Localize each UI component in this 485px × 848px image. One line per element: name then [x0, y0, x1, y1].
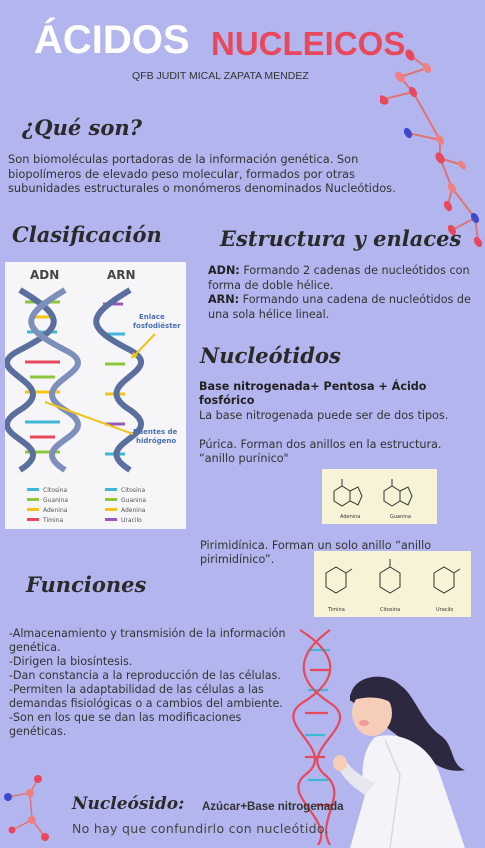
adn-line: ADN: Formando 2 cadenas de nucleótidos c… [208, 264, 470, 292]
svg-text:Timina: Timina [42, 517, 63, 524]
callout-bridge-arrow [44, 401, 134, 435]
dna-legend: Citosina Guanina Adenina Timina [27, 487, 68, 524]
rna-label: ARN [107, 268, 136, 282]
estructura-heading: Estructura y enlaces [220, 226, 462, 251]
clasificacion-heading: Clasificación [12, 222, 162, 247]
rna-helix [93, 287, 144, 473]
svg-text:Adenina: Adenina [121, 507, 146, 514]
dna-strand-decoration [292, 629, 342, 846]
nucleosido-heading: Nucleósido: [72, 794, 185, 814]
list-item: -Permiten la adaptabilidad de las célula… [9, 683, 283, 710]
pyrimidine-structures: Timina Citosina Uracilo [314, 551, 471, 617]
nucleosido-note: No hay que confundirlo con nucleótido. [72, 821, 329, 836]
guanine-label: Guanina [390, 514, 411, 520]
molecule-decoration [380, 49, 483, 248]
svg-text:Uracilo: Uracilo [121, 517, 142, 524]
purine-structures: Adenina Guanina [322, 469, 437, 524]
list-item: -Son en los que se dan las modificacione… [9, 711, 242, 738]
arn-line: ARN: Formando una cadena de nucleótidos … [208, 293, 471, 321]
molecule-decoration-small [4, 775, 49, 841]
scientist-illustration [292, 629, 465, 848]
thymine-label: Timina [327, 607, 345, 613]
funciones-heading: Funciones [26, 572, 147, 597]
author: QFB JUDIT MICAL ZAPATA MENDEZ [132, 70, 309, 82]
list-item: -Almacenamiento y transmisión de la info… [9, 627, 286, 654]
title-main: ÁCIDOS [34, 18, 190, 62]
nucleotide-text-1: La base nitrogenada puede ser de dos tip… [199, 409, 449, 422]
cytosine-label: Citosina [380, 607, 400, 613]
svg-text:Citosina: Citosina [121, 487, 145, 494]
funciones-list: -Almacenamiento y transmisión de la info… [9, 627, 294, 739]
dna-helix [4, 287, 81, 473]
adenine-label: Adenina [340, 514, 360, 520]
callout-bond-arrow [132, 333, 156, 358]
nucleosido-subtitle: Azúcar+Base nitrogenada [202, 801, 344, 813]
nucleotide-text-2: Púrica. Forman dos anillos en la estruct… [199, 438, 442, 465]
uracil-label: Uracilo [436, 607, 453, 613]
nucleotidos-heading: Nucleótidos [200, 343, 341, 368]
svg-text:Citosina: Citosina [43, 487, 67, 494]
estructura-text: ADN: Formando 2 cadenas de nucleótidos c… [208, 264, 484, 322]
rna-legend: Citosina Guanina Adenina Uracilo [105, 487, 146, 524]
dna-label: ADN [30, 268, 59, 282]
pyrimidine-text: Pirimidínica. Forman un solo anillo “ani… [200, 539, 432, 566]
que-son-heading: ¿Qué son? [22, 115, 142, 140]
svg-text:Guanina: Guanina [121, 497, 146, 504]
svg-text:Guanina: Guanina [43, 497, 68, 504]
svg-text:Adenina: Adenina [43, 507, 68, 514]
list-item: -Dan constancia a la reproducción de las… [9, 669, 281, 682]
nucleotide-formula: Base nitrogenada+ Pentosa + Ácido fosfór… [199, 380, 427, 407]
list-item: -Dirigen la biosíntesis. [9, 655, 133, 668]
title-accent: NUCLEICOS [211, 25, 406, 62]
que-son-text: Son biomoléculas portadoras de la inform… [8, 152, 396, 195]
